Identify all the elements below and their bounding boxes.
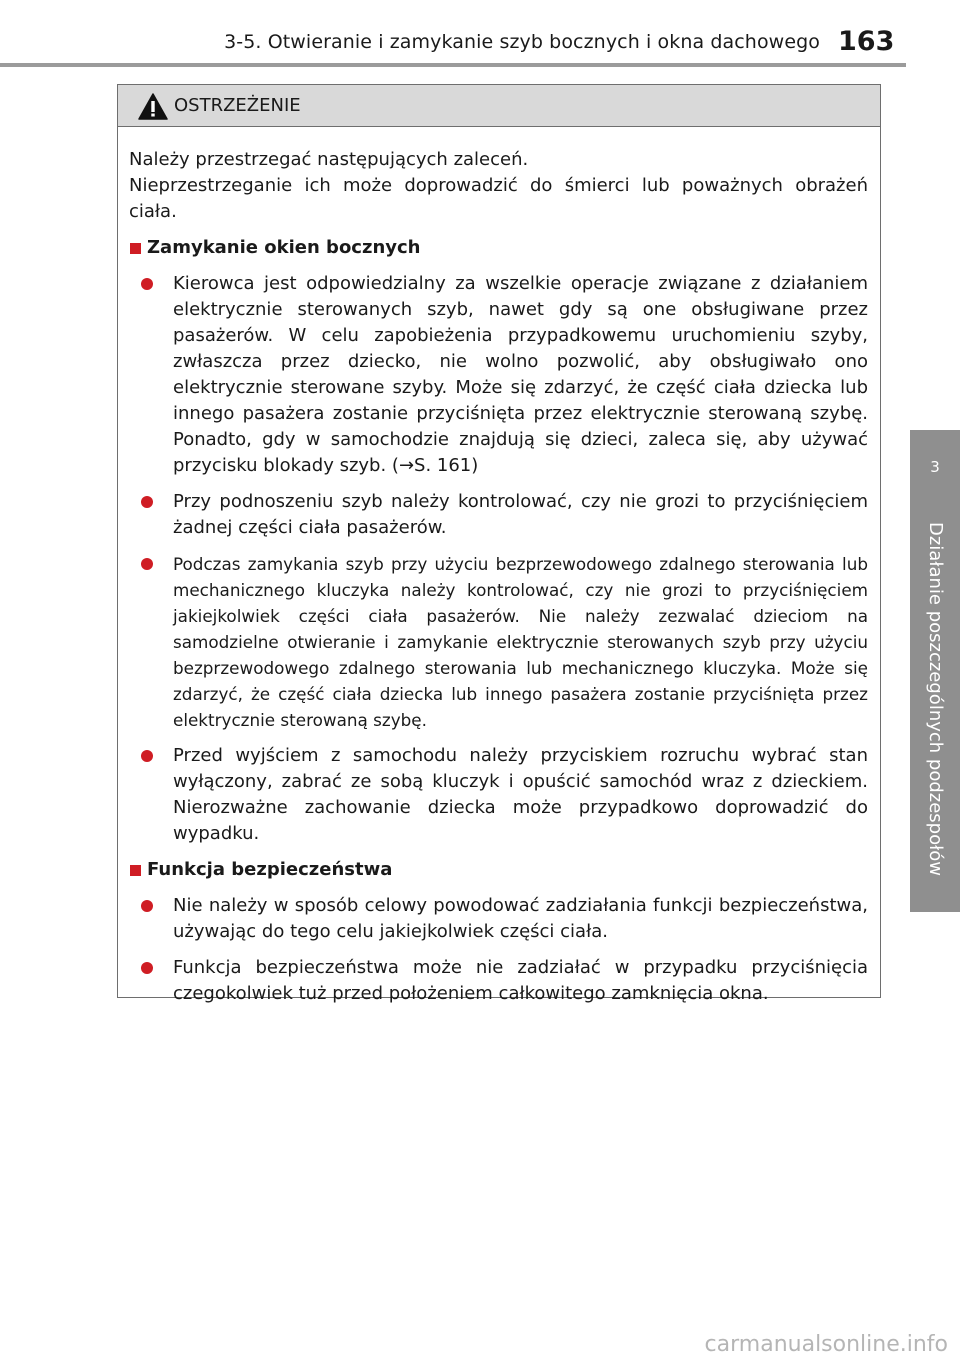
red-dot-bullet-icon: [141, 278, 153, 290]
header-divider: [0, 63, 906, 67]
red-square-bullet-icon: [130, 243, 141, 254]
page-header: 3-5. Otwieranie i zamykanie szyb bocznyc…: [0, 0, 960, 67]
warning-box: OSTRZEŻENIE Należy przestrzegać następuj…: [117, 84, 881, 1004]
warning-intro: Należy przestrzegać następujących zalece…: [129, 149, 868, 222]
red-dot-bullet-icon: [141, 558, 153, 570]
warning-bullet: Przy podnoszeniu szyb należy kontrolować…: [129, 489, 868, 541]
section-title: 3-5. Otwieranie i zamykanie szyb bocznyc…: [224, 31, 820, 53]
warning-triangle-icon: [138, 93, 168, 120]
warning-header: OSTRZEŻENIE: [118, 85, 880, 127]
warning-bullet: Przed wyjściem z samochodu należy przyci…: [129, 743, 868, 847]
chapter-number: 3: [930, 458, 940, 476]
chapter-side-tab: 3 Działanie poszczególnych podzespołów: [910, 430, 960, 912]
page-number: 163: [838, 26, 895, 57]
red-dot-bullet-icon: [141, 962, 153, 974]
section-heading: Zamykanie okien bocznych: [129, 235, 868, 261]
warning-bullet: Podczas zamykania szyb przy użyciu bezpr…: [129, 551, 868, 733]
warning-title: OSTRZEŻENIE: [174, 95, 301, 116]
watermark: carmanualsonline.info: [704, 1332, 948, 1357]
section-heading: Funkcja bezpieczeństwa: [129, 857, 868, 883]
warning-bullet: Kierowca jest odpowiedzialny za wszelkie…: [129, 271, 868, 479]
red-dot-bullet-icon: [141, 750, 153, 762]
warning-body: Należy przestrzegać następujących zalece…: [118, 127, 880, 1007]
warning-bullet: Funkcja bezpieczeństwa może nie zadziała…: [129, 955, 868, 1007]
red-dot-bullet-icon: [141, 900, 153, 912]
warning-bullet: Nie należy w sposób celowy powodować zad…: [129, 893, 868, 945]
chapter-title: Działanie poszczególnych podzespołów: [925, 522, 946, 876]
red-square-bullet-icon: [130, 865, 141, 876]
red-dot-bullet-icon: [141, 496, 153, 508]
